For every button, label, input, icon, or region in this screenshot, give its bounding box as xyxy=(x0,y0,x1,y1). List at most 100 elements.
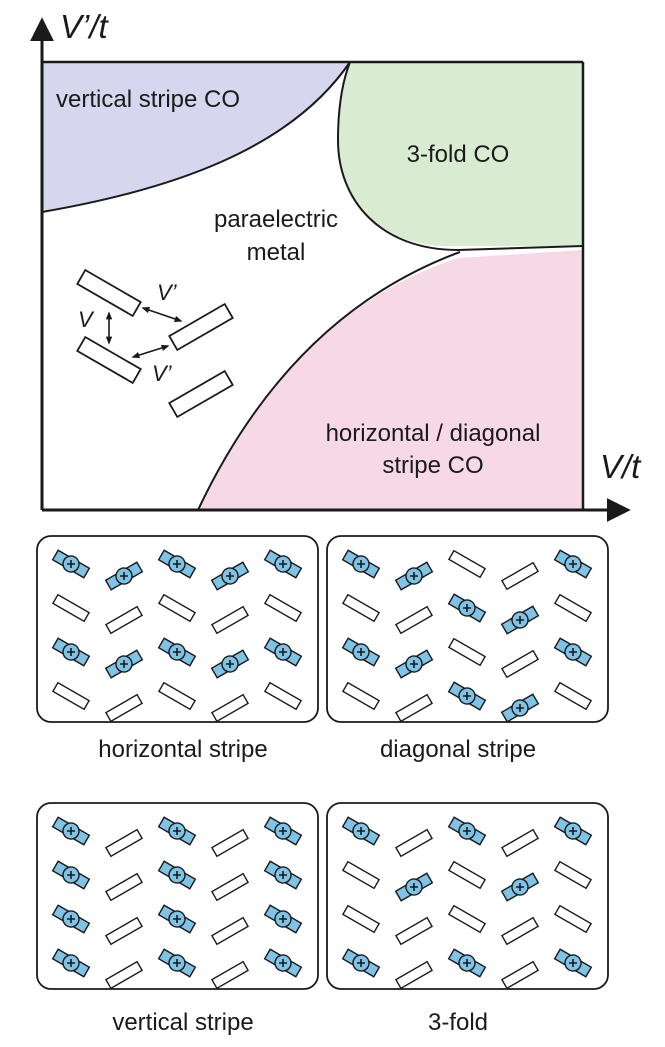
plus-icon xyxy=(120,572,128,580)
neutral-molecule xyxy=(394,916,434,946)
charged-molecule xyxy=(51,549,91,579)
plus-icon xyxy=(226,572,234,580)
charged-molecule xyxy=(394,649,434,679)
panel-vertical-stripe: vertical stripe xyxy=(36,802,319,1036)
molecule-body xyxy=(341,860,381,890)
plus-icon xyxy=(67,959,75,967)
charged-molecule xyxy=(447,948,487,978)
charged-molecule xyxy=(157,860,197,890)
inset-molecule xyxy=(168,369,234,419)
molecule-body xyxy=(553,860,593,890)
charged-molecule xyxy=(51,637,91,667)
v-label: V xyxy=(78,307,95,332)
neutral-molecule xyxy=(263,681,303,711)
charged-molecule xyxy=(51,948,91,978)
plus-icon xyxy=(226,660,234,668)
charged-molecule xyxy=(263,637,303,667)
lattice-vertical-stripe xyxy=(51,816,303,990)
molecule-body xyxy=(51,681,91,711)
molecule-body xyxy=(500,561,540,591)
plus-icon xyxy=(120,660,128,668)
charged-molecule xyxy=(341,549,381,579)
neutral-molecule xyxy=(104,960,144,990)
plus-icon xyxy=(410,572,418,580)
plus-icon xyxy=(357,959,365,967)
neutral-molecule xyxy=(157,593,197,623)
plus-icon xyxy=(569,560,577,568)
neutral-molecule xyxy=(210,872,250,902)
plus-icon xyxy=(173,915,181,923)
plus-icon xyxy=(173,560,181,568)
plus-icon xyxy=(67,871,75,879)
charged-molecule xyxy=(51,860,91,890)
charged-molecule xyxy=(51,904,91,934)
plus-icon xyxy=(516,616,524,624)
molecule-body xyxy=(341,681,381,711)
charged-molecule xyxy=(104,649,144,679)
molecule-body xyxy=(157,593,197,623)
charged-molecule xyxy=(553,816,593,846)
charged-molecule xyxy=(210,561,250,591)
charged-molecule xyxy=(447,681,487,711)
vprime-arrow-top xyxy=(141,307,183,322)
charged-molecule xyxy=(210,649,250,679)
plus-icon xyxy=(410,883,418,891)
molecule-body xyxy=(341,904,381,934)
molecule-body xyxy=(210,916,250,946)
molecule-body xyxy=(210,872,250,902)
plus-icon xyxy=(463,692,471,700)
charged-molecule xyxy=(394,872,434,902)
vprime-arrow-bottom xyxy=(131,344,170,359)
neutral-molecule xyxy=(341,681,381,711)
neutral-molecule xyxy=(341,904,381,934)
neutral-molecule xyxy=(553,681,593,711)
plus-icon xyxy=(67,915,75,923)
molecule-body xyxy=(51,593,91,623)
neutral-molecule xyxy=(447,637,487,667)
plus-icon xyxy=(67,827,75,835)
molecule-body xyxy=(394,960,434,990)
molecule-body xyxy=(210,605,250,635)
charged-molecule xyxy=(157,549,197,579)
neutral-molecule xyxy=(210,960,250,990)
neutral-molecule xyxy=(341,593,381,623)
charged-molecule xyxy=(447,816,487,846)
molecule-body xyxy=(157,681,197,711)
neutral-molecule xyxy=(553,860,593,890)
plus-icon xyxy=(463,827,471,835)
molecule-body xyxy=(263,593,303,623)
neutral-molecule xyxy=(51,593,91,623)
vprime-label-bottom: V’ xyxy=(152,361,173,386)
neutral-molecule xyxy=(104,605,144,635)
neutral-molecule xyxy=(500,561,540,591)
molecule-body xyxy=(104,960,144,990)
charged-molecule xyxy=(51,816,91,846)
molecule-body xyxy=(104,605,144,635)
plus-icon xyxy=(279,648,287,656)
inset-molecule xyxy=(76,268,142,318)
charged-molecule xyxy=(104,561,144,591)
plus-icon xyxy=(569,648,577,656)
charged-molecule xyxy=(553,549,593,579)
molecule-body xyxy=(447,904,487,934)
panel-label-horizontal-stripe: horizontal stripe xyxy=(98,736,267,763)
molecule-body xyxy=(104,916,144,946)
plus-icon xyxy=(357,648,365,656)
boundary-vertical-stripe xyxy=(41,61,351,213)
neutral-molecule xyxy=(394,605,434,635)
vprime-label-top: V’ xyxy=(157,280,178,305)
neutral-molecule xyxy=(104,872,144,902)
neutral-molecule xyxy=(394,828,434,858)
inset-molecule xyxy=(76,335,142,385)
inset-molecule xyxy=(168,302,234,352)
plus-icon xyxy=(67,648,75,656)
plus-icon xyxy=(279,915,287,923)
neutral-molecule xyxy=(500,828,540,858)
molecule-body xyxy=(210,828,250,858)
neutral-molecule xyxy=(500,649,540,679)
lattice-horizontal-stripe xyxy=(51,549,303,723)
neutral-molecule xyxy=(553,593,593,623)
plus-icon xyxy=(279,827,287,835)
molecule-body xyxy=(341,593,381,623)
